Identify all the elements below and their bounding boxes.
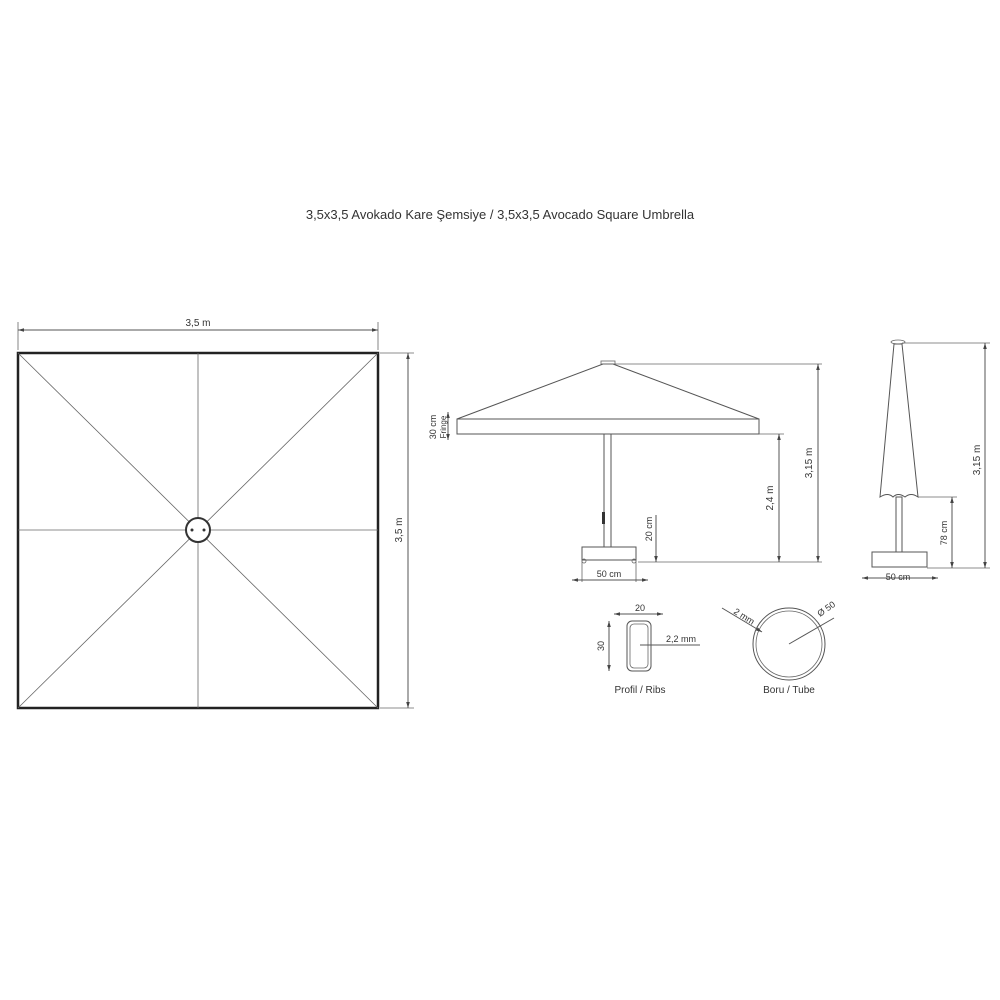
- clearance-label: 2,4 m: [765, 485, 776, 510]
- folded-view: 3,15 m 78 cm 50 cm: [862, 339, 990, 582]
- plan-width-label: 3,5 m: [185, 318, 210, 329]
- hub-circle: [185, 517, 211, 543]
- tube-diameter-label: Ø 50: [815, 599, 837, 618]
- profile-section: 20 30 2,2 mm Profil / Ribs: [596, 603, 700, 696]
- profile-height-label: 30: [596, 641, 606, 651]
- folded-base-width-label: 50 cm: [886, 572, 911, 582]
- folded-fringe-label: 78 cm: [939, 521, 949, 546]
- total-height-label: 3,15 m: [804, 448, 815, 479]
- fringe: [456, 418, 760, 435]
- fringe-height-label: 30 cm: [428, 415, 438, 440]
- base: [581, 546, 637, 561]
- fringe-word: Fringe: [439, 415, 448, 438]
- base: [871, 551, 928, 568]
- pole: [895, 496, 903, 553]
- canopy-roof: [456, 363, 760, 420]
- profile-width-label: 20: [635, 603, 645, 613]
- tube-section: 2 mm Ø 50 Boru / Tube: [721, 599, 837, 696]
- crank: [602, 512, 605, 524]
- base-height-label: 20 cm: [644, 517, 654, 542]
- folded-canopy: [879, 343, 919, 499]
- tube-thickness-label: 2 mm: [732, 606, 756, 626]
- drawing-title: 3,5x3,5 Avokado Kare Şemsiye / 3,5x3,5 A…: [306, 207, 695, 222]
- plan-height-label: 3,5 m: [394, 517, 405, 542]
- pole: [603, 433, 612, 548]
- profile-thickness-label: 2,2 mm: [666, 634, 696, 644]
- plan-view: 3,5 m 3,5 m: [16, 318, 414, 710]
- side-view: 30 cm Fringe 2,4 m 3,15 m 20 cm 50 cm: [428, 360, 822, 582]
- folded-height-label: 3,15 m: [972, 445, 983, 476]
- profile-caption: Profil / Ribs: [614, 685, 665, 696]
- base-width-label: 50 cm: [597, 569, 622, 579]
- tube-caption: Boru / Tube: [763, 685, 815, 696]
